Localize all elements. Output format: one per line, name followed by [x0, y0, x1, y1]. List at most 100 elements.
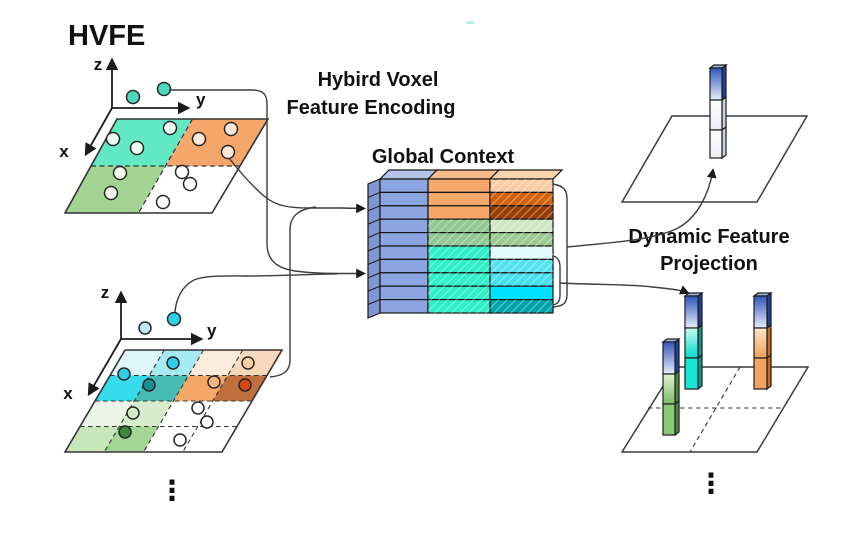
point — [191, 131, 207, 147]
point — [103, 185, 119, 201]
plane2-border — [63, 349, 284, 453]
feature-bar-segment-green — [662, 403, 676, 436]
stack-side-line — [367, 245, 381, 252]
curve-plane2-cyan-point — [174, 273, 339, 313]
global-context-label: Global Context — [372, 146, 515, 168]
feature-bar-segment-orange — [753, 357, 768, 390]
point — [166, 356, 180, 370]
stack-top-face — [378, 169, 439, 180]
plane2-dashed-v — [182, 349, 244, 453]
feature-bar-segment-white — [709, 99, 723, 131]
bracket-fine-rows — [552, 255, 561, 306]
point — [112, 165, 128, 181]
stack-top-face — [488, 169, 564, 180]
plane1-cell-orange — [165, 119, 268, 166]
plane2-cell — [104, 426, 159, 452]
stack-cell — [379, 285, 429, 301]
plane2-y-label: y — [207, 321, 217, 340]
projection-plane-upper — [620, 63, 809, 203]
point-source-orange — [220, 144, 236, 160]
stack-cell — [427, 191, 491, 207]
feature-bar-segment-blue — [709, 67, 723, 101]
page-title: HVFE — [68, 20, 145, 52]
stack-cell — [379, 272, 429, 287]
curve-plane1-orange-point — [228, 157, 340, 209]
curve-plane1-upper-point — [169, 89, 339, 275]
stack-top-face — [426, 169, 501, 180]
stack-hatch-overlay — [428, 179, 553, 313]
plane2-cell — [65, 426, 120, 452]
plane1-z-label: z — [94, 55, 103, 74]
feature-bar-segment-cyan — [684, 357, 699, 390]
tiny-cyan-dash — [466, 21, 474, 24]
plane2-z-label: z — [101, 283, 110, 302]
stack-cell — [379, 299, 429, 314]
global-context-stack — [367, 169, 564, 319]
point — [182, 176, 198, 192]
stack-side-line — [367, 232, 381, 239]
stack-side-line — [367, 218, 381, 225]
point — [142, 378, 156, 392]
point — [191, 401, 205, 415]
point — [238, 378, 252, 392]
point — [155, 194, 171, 210]
feature-bar-green — [661, 337, 681, 437]
plane2-cell — [95, 375, 150, 401]
point — [241, 356, 255, 370]
plane2-dashed-v — [143, 349, 204, 453]
stack-side-line — [367, 272, 381, 279]
point — [129, 140, 145, 156]
plane2-cell — [227, 350, 282, 376]
stack-cell — [379, 218, 429, 234]
hvfe-heading-line1: Hybird Voxel — [318, 69, 439, 91]
projection-arrow-lower — [559, 282, 690, 295]
stack-cell — [427, 178, 491, 193]
point — [173, 433, 187, 447]
feature-bar-segment-cyan — [684, 327, 699, 359]
stack-side-line — [367, 191, 381, 198]
point — [162, 120, 178, 136]
stack-cell — [379, 205, 429, 220]
point — [126, 406, 140, 420]
feature-bar-segment-blue — [684, 295, 699, 329]
projection-arrow-upper — [566, 168, 717, 248]
point — [200, 415, 214, 429]
point — [138, 321, 152, 335]
plane1-x-label: x — [59, 142, 69, 161]
plane2-x-label: x — [63, 384, 73, 403]
stack-cell — [379, 178, 429, 193]
stack-cell — [489, 285, 554, 301]
stack-side-line — [367, 285, 381, 292]
point — [118, 425, 132, 439]
plane2-cell — [182, 426, 237, 452]
stack-cell — [379, 232, 429, 247]
plane1-dashed-v — [137, 118, 194, 214]
curve-cross-scale-link — [269, 206, 317, 378]
projection-plane-lower — [620, 291, 810, 453]
point-source-cyan — [166, 311, 182, 327]
projection-connectors — [552, 168, 717, 308]
point — [207, 375, 221, 389]
proj-plane1-border — [620, 115, 809, 203]
feature-bar-orange — [752, 291, 773, 391]
point-source-upper — [156, 81, 172, 97]
encoding-curves — [169, 89, 366, 378]
plane1-x-axis — [84, 107, 113, 157]
vertical-ellipsis-left: ⋮ — [158, 474, 186, 507]
proj-plane2-dashed-v — [689, 366, 741, 453]
plane1-border — [63, 118, 270, 214]
point — [105, 131, 121, 147]
plane2-x-axis — [87, 338, 122, 397]
stack-cell — [427, 205, 491, 220]
coarse-voxel-plane: z y x — [59, 55, 270, 214]
plane2-cell — [143, 426, 198, 452]
stack-cell — [379, 245, 429, 260]
stack-side-line — [367, 258, 381, 265]
vertical-ellipsis-right: ⋮ — [697, 467, 725, 500]
feature-bar-segment-white — [709, 129, 723, 159]
hvfe-heading-line2: Feature Encoding — [287, 97, 456, 119]
point — [125, 89, 141, 105]
stack-side-line — [367, 299, 381, 306]
